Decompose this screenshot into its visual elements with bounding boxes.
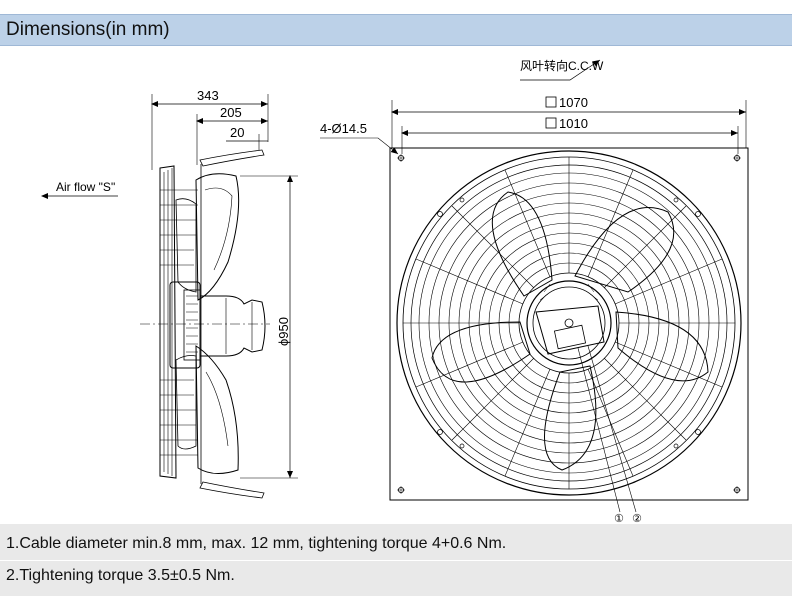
- technical-drawing: 343 205 20 ϕ950 Air flow "S": [41, 58, 749, 524]
- dim-holes-label: 4-Ø14.5: [320, 121, 367, 136]
- dim-outer-square-label: 1070: [559, 95, 588, 110]
- note-2: 2.Tightening torque 3.5±0.5 Nm.: [6, 567, 235, 584]
- note-1: 1.Cable diameter min.8 mm, max. 12 mm, t…: [6, 535, 507, 552]
- callout-1: ①: [614, 513, 624, 524]
- airflow-label: Air flow "S": [56, 180, 115, 194]
- notes-divider: [0, 560, 792, 561]
- side-view: [41, 94, 298, 499]
- dim-inner-square-label: 1010: [559, 116, 588, 131]
- dim-diameter-label: ϕ950: [276, 317, 291, 346]
- front-view: [320, 59, 749, 513]
- notes-panel: 1.Cable diameter min.8 mm, max. 12 mm, t…: [0, 524, 792, 596]
- section-title: Dimensions(in mm): [6, 19, 170, 40]
- section-header: Dimensions(in mm): [0, 14, 792, 46]
- dim-343-label: 343: [197, 88, 219, 103]
- dim-20-label: 20: [230, 125, 244, 140]
- dim-205-label: 205: [220, 105, 242, 120]
- callout-2: ②: [632, 513, 642, 524]
- rotation-label: 风叶转向C.C.W: [520, 58, 604, 73]
